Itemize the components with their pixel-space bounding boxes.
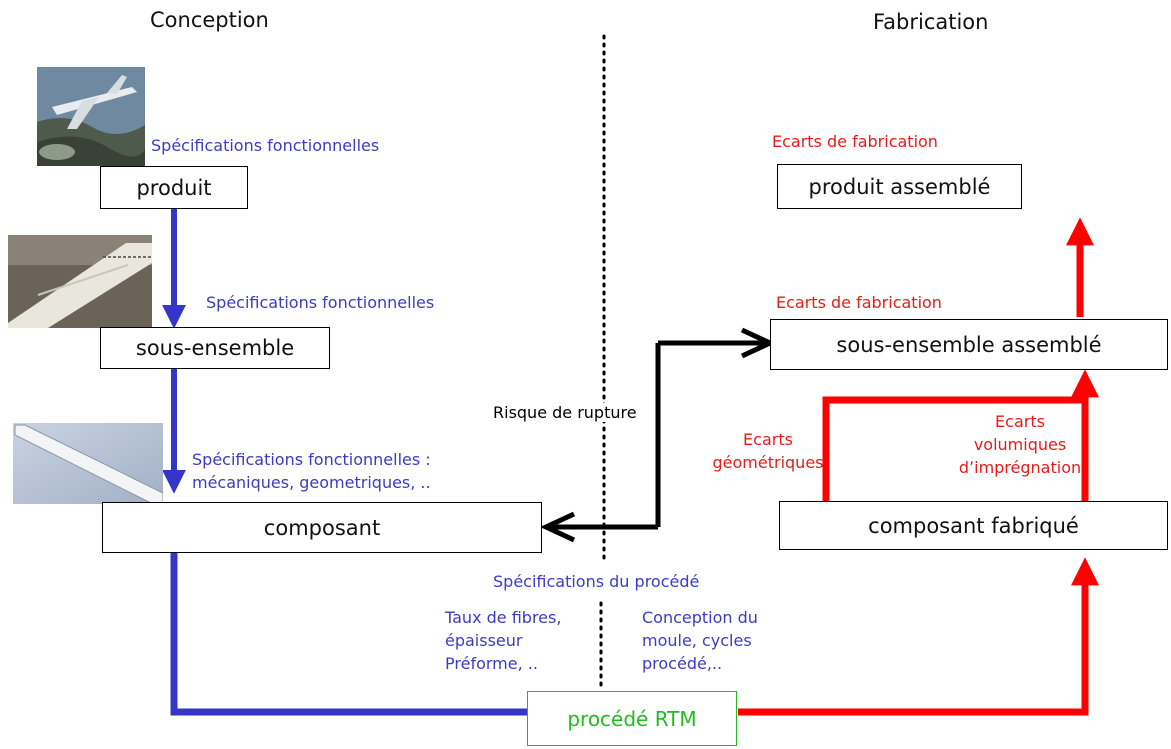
composant-box: composant [102,502,542,553]
sous-ensemble-box: sous-ensemble [100,327,330,369]
ecarts-volumiques: Ecarts volumiques d’imprégnation [955,410,1085,479]
ecarts-geometriques-line1: Ecarts [743,430,793,449]
procede-params-left: Taux de fibres, épaisseur Préforme, .. [445,606,561,675]
procede-params-left-line3: Préforme, .. [445,654,538,673]
procede-params-left-line2: épaisseur [445,631,523,650]
procede-params-right-line1: Conception du [642,608,758,627]
line-composant-to-procede [170,553,530,716]
spec-fonctionnelles-1: Spécifications fonctionnelles [151,136,380,155]
produit-box: produit [100,166,248,209]
procede-rtm-box: procédé RTM [527,691,737,746]
composant-fabrique-box: composant fabriqué [779,501,1168,550]
risque-de-rupture: Risque de rupture [491,403,639,422]
ecarts-volumiques-line2: volumiques [973,435,1067,454]
ecarts-fabrication-2: Ecarts de fabrication [776,293,942,312]
procede-params-left-line1: Taux de fibres, [445,608,562,627]
spec-fonctionnelles-3: Spécifications fonctionnelles : mécaniqu… [192,448,431,494]
component-render [13,423,163,504]
ecarts-volumiques-line3: d’imprégnation [958,458,1082,477]
procede-params-right: Conception du moule, cycles procédé,.. [642,606,758,675]
aircraft-photo [37,67,145,166]
spec-fonctionnelles-2: Spécifications fonctionnelles [206,293,435,312]
line-ecarts-loop [822,396,1089,501]
black-arrowhead-left [540,511,576,543]
ecarts-geometriques: Ecarts géométriques [712,428,824,474]
ecarts-geometriques-line2: géométriques [712,453,824,472]
specifications-du-procede: Spécifications du procédé [493,572,700,591]
conception-heading: Conception [150,8,269,32]
spec-fonctionnelles-3-line1: Spécifications fonctionnelles : [192,450,431,469]
wing-photo [8,235,152,328]
spec-fonctionnelles-3-line2: mécaniques, geometriques, .. [192,473,431,492]
sous-ensemble-assemble-box: sous-ensemble assemblé [770,319,1168,370]
produit-assemble-box: produit assemblé [777,164,1022,209]
fabrication-heading: Fabrication [873,10,989,34]
procede-params-right-line2: moule, cycles [642,631,752,650]
procede-params-right-line3: procédé,.. [642,654,723,673]
line-procede-to-composant-fabrique [738,557,1099,716]
ecarts-fabrication-1: Ecarts de fabrication [772,132,938,151]
ecarts-volumiques-line1: Ecarts [995,412,1045,431]
